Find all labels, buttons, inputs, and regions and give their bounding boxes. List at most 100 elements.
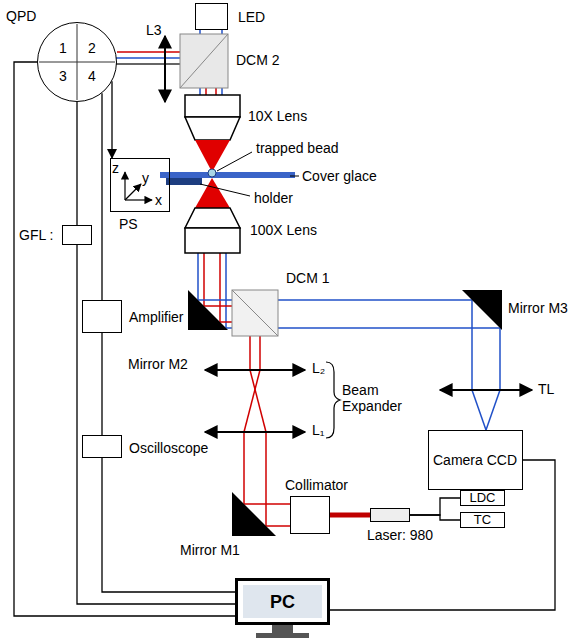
component-label: Amplifier (129, 309, 183, 325)
red-beam (265, 432, 267, 526)
quadrant-line (39, 62, 115, 63)
mirror-m1 (232, 492, 276, 536)
red-beam (204, 305, 232, 307)
signal-wire (101, 93, 102, 300)
blue-beam (278, 327, 500, 329)
holder (166, 178, 202, 185)
part-label: Beam Expander (342, 382, 414, 414)
component-label: PS (119, 216, 138, 232)
blue-beam (197, 253, 199, 300)
lens-l2 (205, 369, 305, 371)
beam-lines (116, 30, 500, 526)
red-beam (203, 253, 205, 306)
signal-wire (76, 102, 77, 225)
component-label: LED (238, 9, 265, 25)
part-label: DCM 2 (236, 52, 280, 68)
component-box: Oscilloscope (82, 435, 122, 458)
component-label: GFL : (19, 227, 54, 243)
component-label: QPD (6, 8, 36, 24)
objective-10x-tip (185, 117, 240, 140)
beam (116, 63, 180, 65)
component-label: PC (270, 594, 295, 610)
objective-10x (185, 95, 240, 117)
dcm2-cube (180, 34, 228, 88)
axis-y (125, 184, 141, 200)
dcm1-cube (232, 290, 278, 336)
red-beam (117, 51, 180, 53)
lens-arrows (165, 36, 532, 432)
component-label: Camera CCD (433, 452, 517, 468)
blue-beam (471, 300, 473, 390)
component-label: LDC (469, 490, 495, 506)
lens-l1 (205, 431, 305, 433)
pc-base (256, 633, 309, 638)
signal-wire (410, 515, 460, 520)
blue-beam (225, 253, 227, 328)
bracket (326, 362, 340, 438)
component-box: Laser: 980 (370, 508, 410, 522)
component-box: QPD (37, 22, 117, 102)
component-box: GFL : (62, 225, 92, 245)
signal-wire (101, 333, 102, 435)
pc-stand (272, 625, 293, 633)
part-label: holder (254, 190, 293, 206)
component-box: Amplifier (82, 300, 122, 333)
mirror-m2 (188, 290, 228, 330)
component-box: PC (235, 578, 330, 625)
part-label: 1 (59, 40, 67, 56)
part-label: Cover glace (302, 168, 377, 184)
part-label: L₁ (312, 422, 325, 438)
dcm1-diagonal (232, 290, 278, 336)
signal-wire (111, 81, 112, 158)
red-beam (243, 432, 245, 504)
part-label: 2 (88, 40, 96, 56)
component-label: Collimator (285, 477, 348, 493)
axis-z (124, 172, 125, 200)
part-label: z (112, 160, 119, 176)
component-box: Camera CCD (428, 430, 523, 490)
red-beam (215, 88, 217, 95)
signal-wire (102, 458, 235, 592)
component-label: Laser: 980 (367, 527, 433, 543)
red-beam (219, 253, 221, 322)
part-label: trapped bead (256, 140, 339, 156)
red-beam (205, 88, 207, 95)
part-label: TL (538, 381, 554, 397)
blue-beam (486, 390, 500, 430)
red-beam (244, 503, 290, 505)
part-label: 100X Lens (250, 222, 317, 238)
blue-beam (499, 328, 501, 390)
blue-beam (116, 57, 180, 59)
tube-lens (440, 389, 532, 391)
leader-line (217, 152, 252, 171)
blue-beam (472, 390, 486, 430)
component-box: LED (195, 3, 228, 30)
part-label: Mirror M1 (180, 542, 240, 558)
red-beam (266, 525, 290, 527)
red-beam (259, 336, 261, 370)
part-label: 10X Lens (248, 108, 307, 124)
signal-wire (330, 460, 555, 610)
trapped-bead (208, 169, 216, 177)
lens-l3 (164, 36, 166, 102)
signal-wire (14, 62, 235, 616)
part-label: Mirror M2 (128, 356, 188, 372)
part-label: Mirror M3 (508, 300, 568, 316)
part-label: y (142, 170, 149, 186)
mirror-m3 (462, 290, 502, 330)
part-label: L₂ (312, 360, 325, 376)
part-label: 3 (59, 68, 67, 84)
component-label: TC (474, 512, 491, 528)
component-box: Collimator (290, 496, 330, 534)
leader-line (200, 184, 250, 196)
pc-screen (243, 585, 322, 618)
blue-beam (278, 299, 472, 301)
component-label: Oscilloscope (129, 440, 208, 456)
red-beam (220, 321, 232, 323)
cover-glass (160, 172, 295, 178)
red-beam (249, 336, 251, 370)
signal-wire (410, 498, 460, 515)
